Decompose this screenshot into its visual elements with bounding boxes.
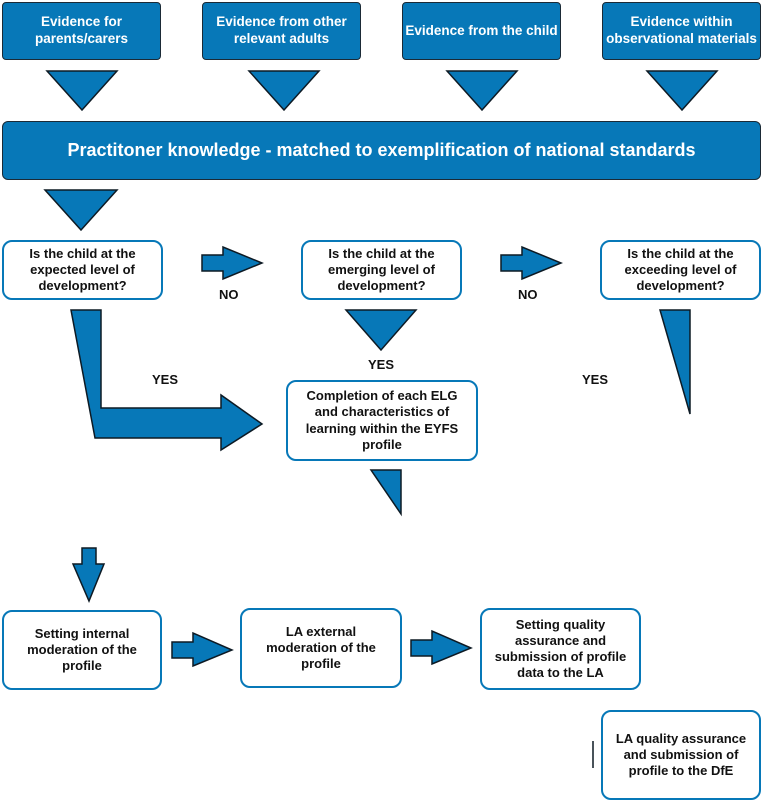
step-la-external-moderation: LA external moderation of the profile — [240, 608, 402, 688]
practitioner-banner: Practitoner knowledge - matched to exemp… — [2, 121, 761, 180]
banner-text: Practitoner knowledge - matched to exemp… — [67, 140, 696, 161]
bent-arrow-yes-left — [70, 309, 264, 452]
question-text: Is the child at the exceeding level of d… — [624, 245, 737, 294]
down-arrow-emerging — [344, 309, 418, 352]
step-text: Setting quality assurance and submission… — [494, 616, 627, 681]
question-emerging: Is the child at the emerging level of de… — [301, 240, 462, 300]
step-text: LA quality assurance and submission of p… — [615, 730, 747, 779]
source-label: Evidence from the child — [405, 22, 558, 38]
question-text: Is the child at the emerging level of de… — [328, 245, 435, 294]
down-arrow-source-4 — [645, 70, 719, 112]
right-arrow-step-2 — [410, 629, 473, 666]
right-arrow-step-1 — [171, 631, 234, 668]
label-yes-left: YES — [152, 372, 179, 387]
return-arrow — [369, 469, 402, 517]
step-text: Setting internal moderation of the profi… — [27, 625, 137, 674]
source-box-parents: Evidence for parents/carers — [2, 2, 161, 60]
step-text: LA external moderation of the profile — [266, 623, 376, 672]
down-arrow-banner — [43, 189, 119, 232]
right-arrow-no-2 — [500, 245, 563, 281]
source-box-child: Evidence from the child — [402, 2, 561, 60]
completion-box: Completion of each ELG and characteristi… — [286, 380, 478, 461]
source-label: Evidence within observational materials — [606, 14, 757, 46]
step-internal-moderation: Setting internal moderation of the profi… — [2, 610, 162, 690]
question-expected: Is the child at the expected level of de… — [2, 240, 163, 300]
label-no-1: NO — [219, 287, 239, 302]
question-exceeding: Is the child at the exceeding level of d… — [600, 240, 761, 300]
source-box-other-adults: Evidence from other relevant adults — [202, 2, 361, 60]
step-la-submission-dfe: LA quality assurance and submission of p… — [601, 710, 761, 800]
source-label: Evidence from other relevant adults — [216, 14, 347, 46]
bent-arrow-yes-right — [659, 309, 691, 415]
label-yes-right: YES — [582, 372, 609, 387]
completion-text: Completion of each ELG and characteristi… — [305, 388, 459, 452]
question-text: Is the child at the expected level of de… — [29, 245, 136, 294]
step-quality-assurance: Setting quality assurance and submission… — [480, 608, 641, 690]
label-yes-mid: YES — [368, 357, 395, 372]
label-no-2: NO — [518, 287, 538, 302]
source-label: Evidence for parents/carers — [34, 14, 129, 46]
down-arrow-source-1 — [45, 70, 119, 112]
source-box-observational: Evidence within observational materials — [602, 2, 761, 60]
down-arrow-source-2 — [247, 70, 321, 112]
down-arrow-source-3 — [445, 70, 519, 112]
right-arrow-no-1 — [201, 245, 264, 281]
down-arrow-small — [71, 547, 106, 603]
